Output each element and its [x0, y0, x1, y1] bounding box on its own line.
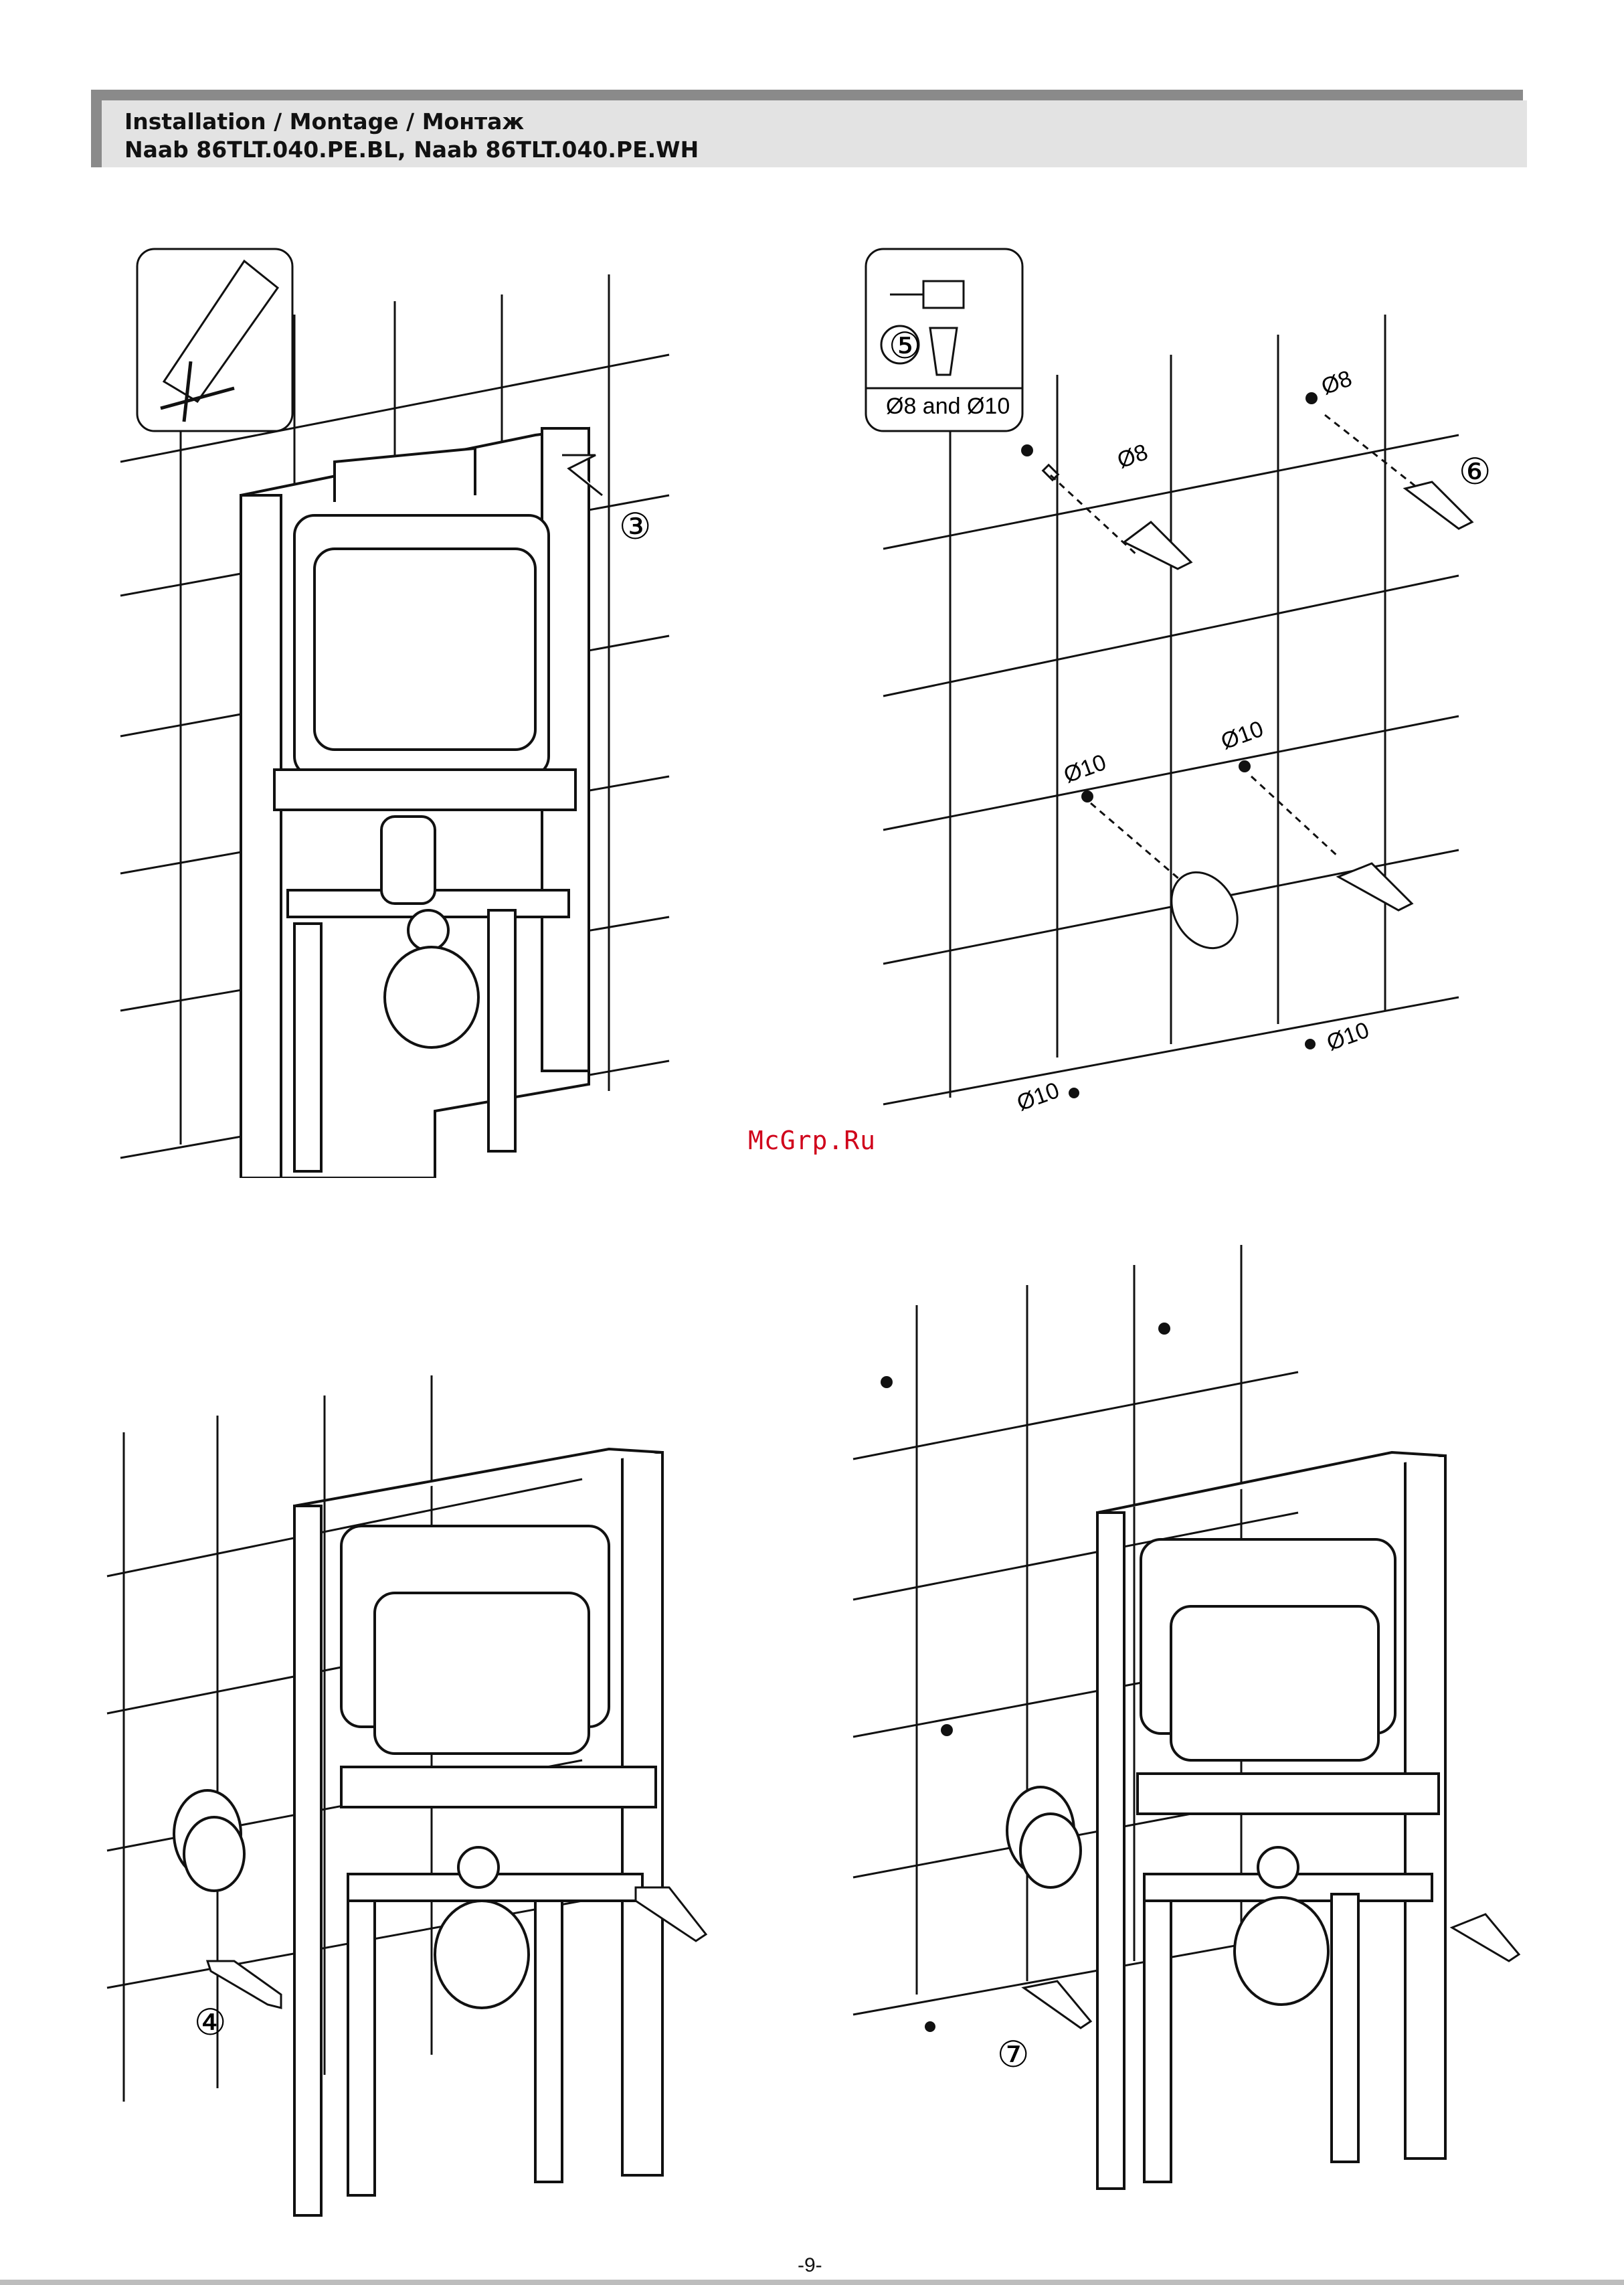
dim-d10-left: Ø10 [1061, 750, 1109, 788]
page-number: -9- [798, 2254, 822, 2277]
step-3-drawing: ③ [100, 241, 689, 1178]
step-4-label: ④ [194, 2001, 226, 2043]
step-4-drawing: ④ [100, 1365, 736, 2235]
dim-d8-left: Ø8 [1114, 439, 1152, 473]
tool-caption: Ø8 and Ø10 [886, 394, 1010, 419]
dim-d8-right: Ø8 [1318, 365, 1356, 400]
installation-frame-drawing [174, 1449, 662, 2215]
panel-step-5-6: ⑤ Ø8 and Ø10 Ø8 Ø8 Ø10 Ø10 Ø10 Ø10 ⑥ [856, 241, 1539, 1151]
dim-d10-floor-right: Ø10 [1324, 1017, 1372, 1056]
step-5-label: ⑤ [889, 325, 921, 367]
pencil-mark-icon [137, 249, 292, 431]
header-models: Naab 86TLT.040.PE.BL, Naab 86TLT.040.PE.… [124, 137, 699, 163]
dim-d10-floor-left: Ø10 [1014, 1078, 1063, 1116]
step-7-label: ⑦ [997, 2033, 1029, 2076]
installation-frame-drawing [1007, 1452, 1445, 2189]
panel-step-4: ④ [100, 1365, 736, 2235]
header-top-bar [91, 90, 1523, 100]
arrow-icon [1124, 522, 1191, 569]
arrow-icon [1338, 863, 1412, 910]
installation-frame-drawing [241, 428, 589, 1178]
arrow-icon [1452, 1914, 1519, 1961]
header-left-bar [91, 90, 102, 167]
step-7-drawing: ⑦ [843, 1238, 1539, 2195]
watermark: McGrp.Ru [748, 1126, 876, 1155]
step-3-label: ③ [619, 505, 651, 547]
step-5-6-drawing: ⑤ Ø8 and Ø10 Ø8 Ø8 Ø10 Ø10 Ø10 Ø10 ⑥ [856, 241, 1539, 1151]
page-header: Installation / Montage / Монтаж Naab 86T… [91, 90, 1531, 173]
dim-d10-right: Ø10 [1218, 716, 1267, 755]
arrow-icon [1024, 1981, 1091, 2028]
step-6-label: ⑥ [1459, 450, 1491, 493]
panel-step-3: ③ [100, 241, 689, 1178]
header-title: Installation / Montage / Монтаж [124, 108, 524, 135]
panel-step-7: ⑦ [843, 1238, 1539, 2195]
bottom-rule [0, 2280, 1624, 2285]
